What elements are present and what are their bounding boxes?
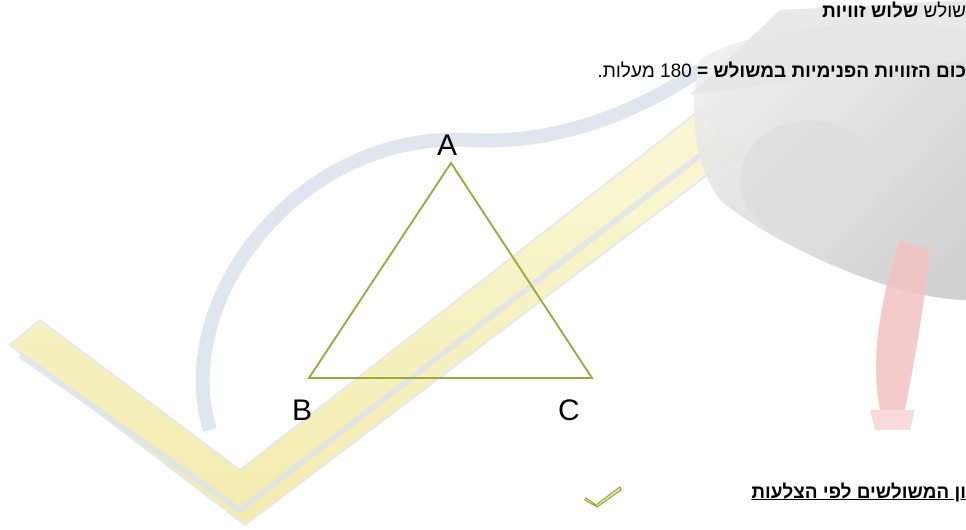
definition-line: שולש שלוש זוויות [822,1,966,23]
vertex-label-a: A [437,129,457,162]
section-heading: ון המשולשים לפי הצלעות [751,482,966,503]
angle-sum-unit: מעלות. [597,61,655,82]
vertex-label-c: C [558,394,580,427]
angle-sum-equals: = [697,61,709,82]
triangle-shape [307,161,594,379]
angle-sum-line: כום הזוויות הפנימיות במשולש = 180 מעלות. [597,61,966,83]
definition-bold: שלוש זוויות [822,1,919,22]
definition-prefix: שולש [923,1,966,22]
angle-sum-value: 180 [660,61,692,82]
checkmark-icon [584,486,622,508]
vertex-label-b: B [292,394,312,427]
angle-sum-bold: כום הזוויות הפנימיות במשולש [713,61,966,82]
